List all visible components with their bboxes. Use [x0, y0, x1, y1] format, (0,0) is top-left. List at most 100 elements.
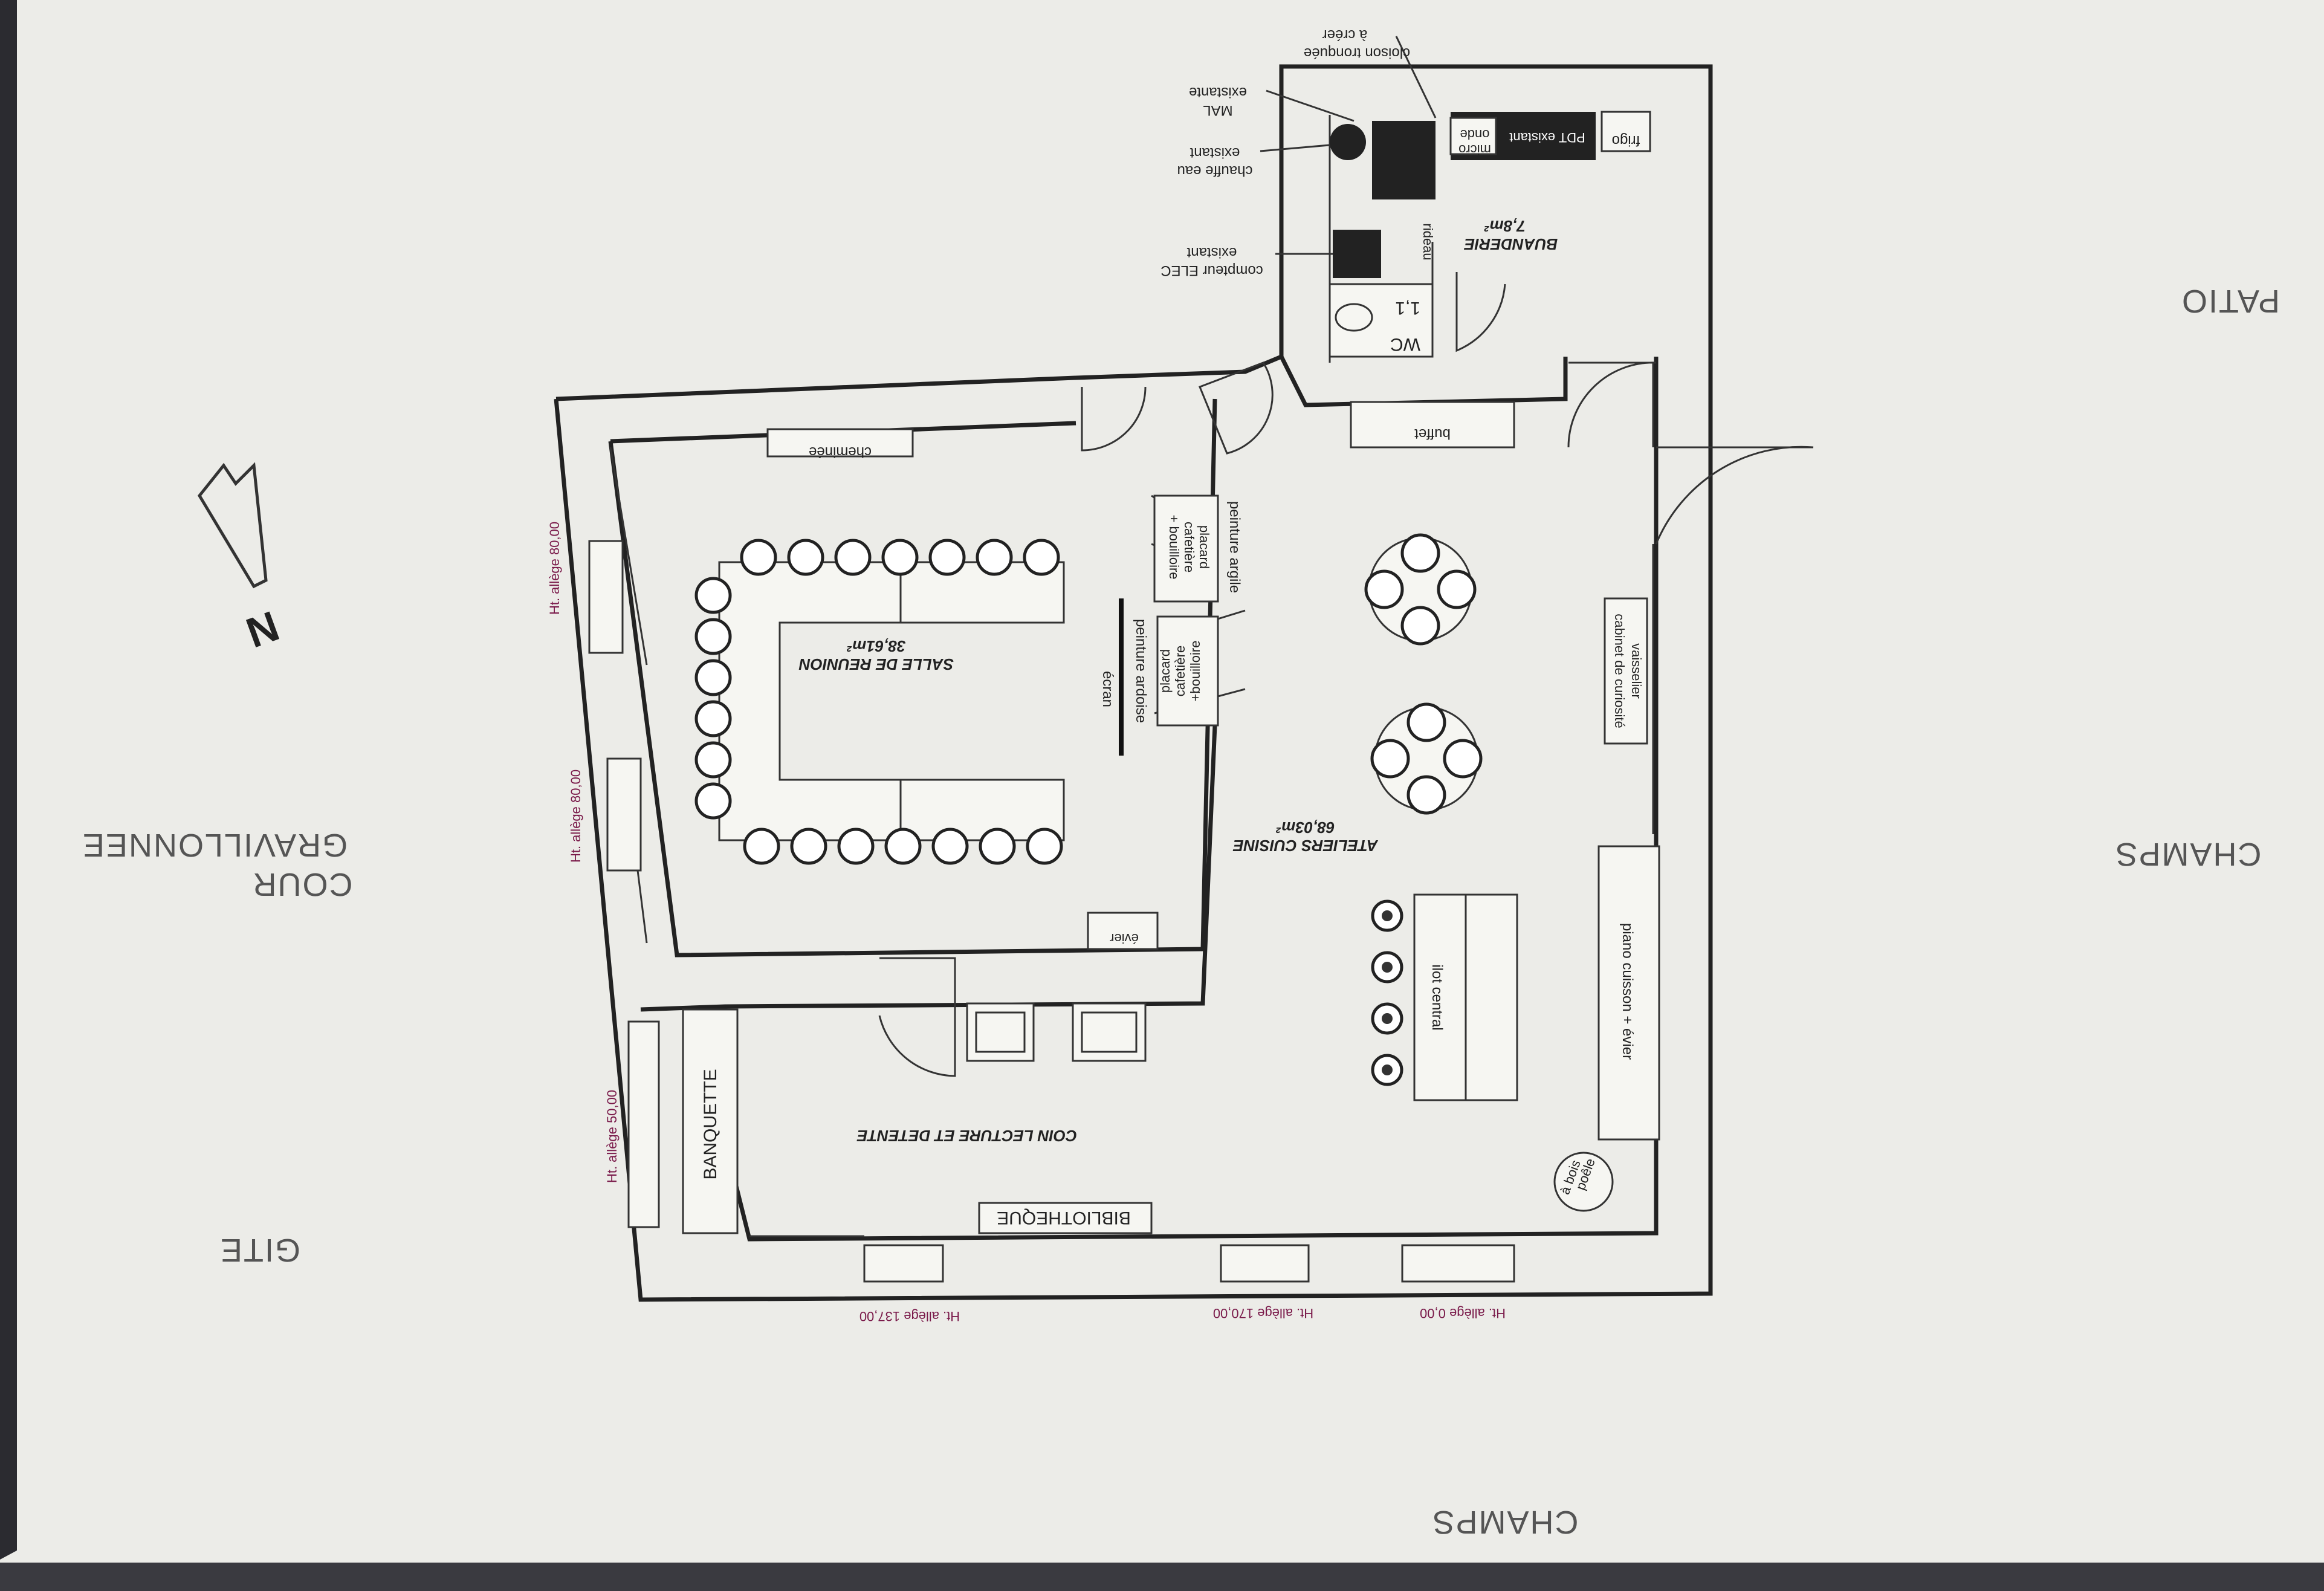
sill-height-w170: Ht. allège 170,00 — [1213, 1306, 1313, 1321]
frigo-label: frigo — [1612, 132, 1640, 149]
chair — [694, 741, 732, 779]
placard2-l3: +bouilloire — [1188, 641, 1203, 702]
vaisselier-l1: vaisselier — [1629, 643, 1644, 699]
evier-label: évier — [1110, 931, 1139, 946]
buanderie-name: BUANDERIE — [1464, 235, 1558, 253]
chair — [694, 700, 732, 737]
window — [1220, 1244, 1310, 1283]
cloison-l1: cloison tronquée — [1304, 45, 1410, 61]
buffet-box — [1350, 401, 1515, 449]
door-swing — [1081, 386, 1147, 452]
poele-circle — [1553, 1152, 1614, 1212]
leader-chauffe — [1260, 144, 1330, 152]
vaisselier-l2: cabinet de curiosité — [1612, 614, 1627, 728]
chair — [1406, 702, 1446, 742]
compteur-elec-icon — [1333, 230, 1381, 278]
chair — [743, 828, 780, 865]
bibliotheque-box — [978, 1202, 1153, 1234]
cheminee-label: cheminée — [809, 444, 872, 460]
banquette-box — [682, 1008, 739, 1234]
vaisselier-box — [1604, 597, 1648, 745]
wall-hatch — [609, 447, 648, 666]
window — [627, 1020, 660, 1228]
coin-label: COIN LECTURE ET DETENTE — [856, 1127, 1077, 1145]
bibliotheque-label: BIBLIOTHEQUE — [997, 1208, 1131, 1228]
chair — [837, 828, 875, 865]
chair — [931, 828, 969, 865]
label-cour: COUR — [252, 866, 353, 902]
piano-label: piano cuisson + évier — [1619, 923, 1636, 1060]
door-swing — [1655, 446, 1814, 545]
mal-icon — [1372, 121, 1436, 199]
window — [588, 540, 624, 654]
armchair-seat — [1081, 1011, 1138, 1053]
ilot-label: ilot central — [1429, 964, 1445, 1030]
rideau-label: rideau — [1420, 223, 1436, 260]
window — [863, 1244, 944, 1283]
label-champs-south: CHAMPS — [1431, 1504, 1578, 1540]
placard1-l1: placard — [1197, 525, 1212, 569]
toilet-icon — [1335, 303, 1373, 332]
stool-center — [1382, 910, 1393, 921]
table-edge — [0, 1563, 2324, 1591]
chauffe-l1: chauffe eau — [1177, 163, 1252, 179]
cheminee-box — [766, 428, 914, 458]
chair — [884, 828, 922, 865]
chair — [976, 539, 1013, 576]
placard1-l2: cafetière — [1182, 522, 1197, 572]
mal-l1: MAL — [1203, 102, 1232, 118]
armchair-seat — [975, 1011, 1026, 1053]
peinture-argile-label: peinture argile — [1226, 501, 1243, 593]
door-swing — [878, 957, 956, 1077]
placard-2 — [1156, 615, 1219, 727]
buanderie-area: 7,8m² — [1484, 217, 1526, 235]
evier-box — [1087, 912, 1159, 950]
micro-l1: micro — [1458, 142, 1491, 157]
window — [1401, 1244, 1515, 1283]
chair — [1443, 739, 1483, 779]
chair — [740, 539, 777, 576]
chair — [1370, 739, 1410, 779]
salle-name: SALLE DE REUNION — [798, 655, 954, 673]
mal-l2: existante — [1189, 84, 1247, 100]
chair — [1406, 775, 1446, 815]
chair — [1400, 606, 1440, 646]
door-swing — [1455, 272, 1506, 352]
micro-box — [1449, 117, 1497, 155]
chair — [979, 828, 1016, 865]
chair — [881, 539, 919, 576]
chair — [694, 659, 732, 696]
chauffe-l2: existant — [1190, 144, 1240, 161]
ateliers-name: ATELIERS CUISINE — [1233, 837, 1379, 855]
sill-height-w80-mid: Ht. allège 80,00 — [568, 770, 583, 863]
stool-center — [1382, 1013, 1393, 1024]
coin-wall — [640, 725, 1217, 1012]
peinture-ardoise-label: peinture ardoise — [1133, 619, 1149, 723]
cloison-l2: à créer — [1322, 27, 1368, 43]
piano-box — [1597, 845, 1660, 1141]
chair — [928, 539, 966, 576]
window — [606, 757, 642, 872]
exterior-wall — [554, 64, 1713, 1302]
chair — [1364, 569, 1404, 609]
compteur-l2: existant — [1186, 244, 1237, 261]
placard1-l3: + bouilloire — [1167, 514, 1182, 579]
chair — [1026, 828, 1063, 865]
door-swing — [1199, 361, 1274, 455]
wc-label: WC — [1390, 334, 1420, 354]
buffet-label: buffet — [1414, 426, 1451, 442]
sill-height-w137: Ht. allège 137,00 — [859, 1309, 960, 1324]
chauffe-eau-icon — [1330, 124, 1366, 160]
micro-l2: onde — [1460, 127, 1490, 142]
chair — [1437, 569, 1477, 609]
ecran-label: écran — [1099, 671, 1116, 707]
stool-center — [1382, 1064, 1393, 1075]
label-champs-east: CHAMPS — [2114, 836, 2261, 872]
salle-area: 38,61m² — [846, 637, 905, 655]
placard-1 — [1153, 494, 1219, 603]
chair — [787, 539, 824, 576]
cafe-tables — [1364, 533, 1483, 815]
plan-drawing: PATIO CHAMPS CHAMPS COUR GRAVILLONNEE GI… — [82, 27, 2280, 1540]
